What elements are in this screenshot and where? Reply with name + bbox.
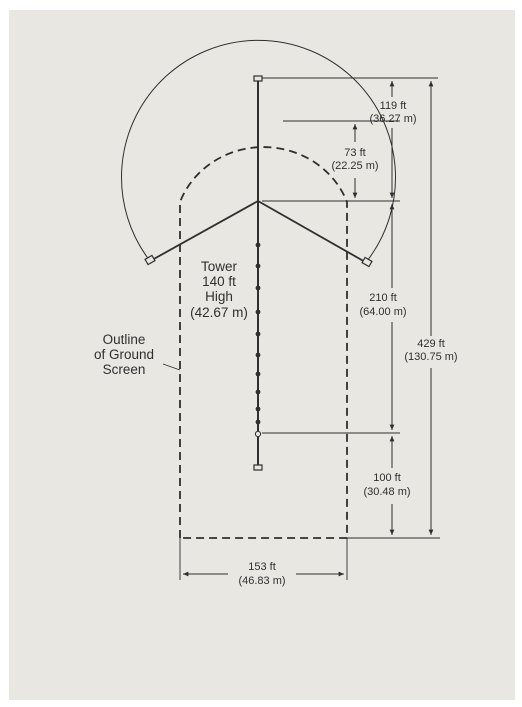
insulator-dot [255, 406, 261, 412]
dim-73-m: (22.25 m) [331, 160, 378, 172]
outline-leader [162, 363, 181, 371]
tower-label-4: (42.67 m) [190, 305, 248, 320]
tower-label-3: High [205, 289, 233, 304]
outline-label-3: Screen [103, 362, 146, 377]
dim-100-m: (30.48 m) [363, 486, 410, 498]
insulator-open-dot [254, 430, 262, 438]
insulator-dot [255, 242, 261, 248]
anchor-left [144, 254, 156, 266]
insulator-dot [255, 285, 261, 291]
tower-label-1: Tower [201, 259, 238, 274]
tower-bottom-anchor [253, 464, 263, 471]
guy-wire-left [151, 200, 259, 261]
dim-210-m: (64.00 m) [359, 306, 406, 318]
ground-screen-outline [179, 146, 348, 539]
outline-label-2: of Ground [94, 347, 154, 362]
insulator-dot [255, 309, 261, 315]
dim-153-ft: 153 ft [248, 561, 276, 573]
dim-429-m: (130.75 m) [404, 351, 457, 363]
dim-153-m: (46.83 m) [238, 575, 285, 587]
dim-73-ft: 73 ft [344, 147, 365, 159]
outline-label-1: Outline [103, 332, 146, 347]
dim-119-ft: 119 ft [380, 100, 407, 112]
guy-radius-arc [121, 39, 396, 262]
tower-top-anchor [253, 75, 263, 82]
insulator-dot [255, 371, 261, 377]
dim-100-ft: 100 ft [373, 472, 401, 484]
dim-210-ft: 210 ft [369, 292, 397, 304]
insulator-dot [255, 352, 261, 358]
anchor-right [361, 256, 373, 268]
insulator-dot [255, 263, 261, 269]
insulator-dot [255, 331, 261, 337]
guy-wire-right [257, 200, 368, 264]
insulator-dot [255, 389, 261, 395]
tower-label-2: 140 ft [202, 274, 236, 289]
dim-429-ft: 429 ft [417, 338, 445, 350]
dim-119-m: (36.27 m) [369, 113, 416, 125]
insulator-dot [255, 419, 261, 425]
